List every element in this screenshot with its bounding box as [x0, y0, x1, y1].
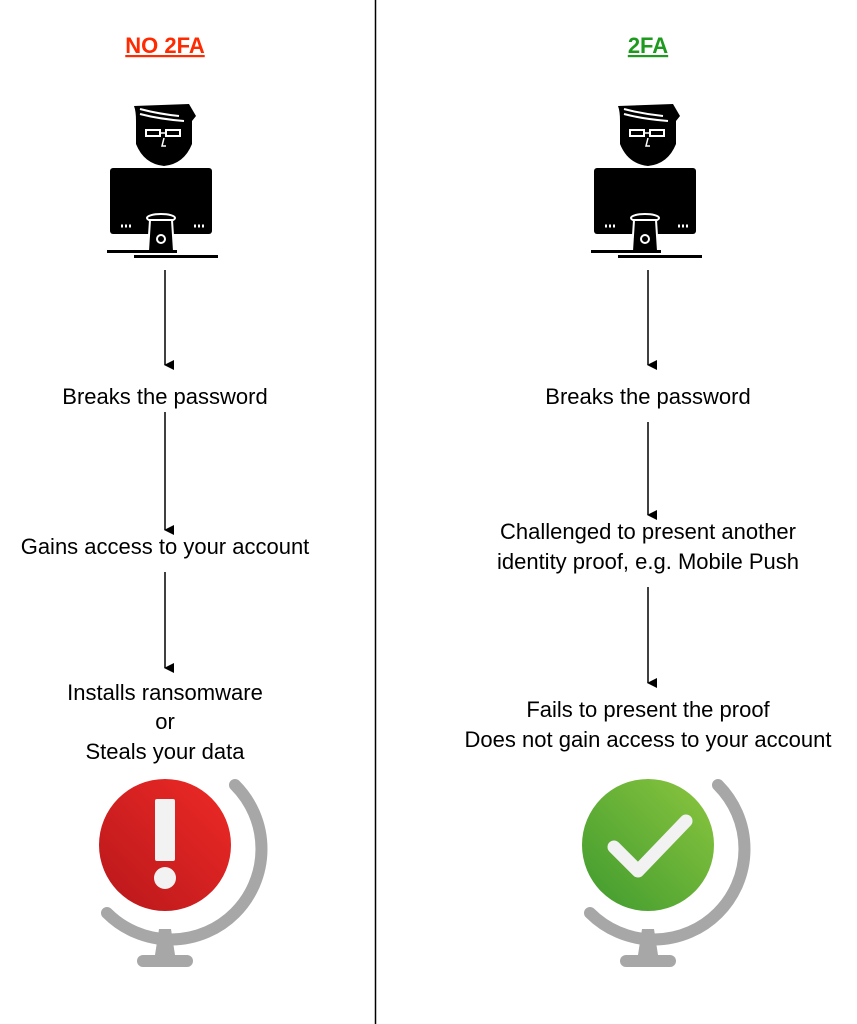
final-line-3: Steals your data: [86, 739, 246, 764]
final-line-2: or: [155, 709, 175, 734]
no-2fa-column: NO 2FA Breaks the password Gains access …: [21, 33, 310, 967]
2fa-title: 2FA: [628, 33, 668, 58]
challenge-line-1: Challenged to present another: [500, 519, 796, 544]
challenge-line-2: identity proof, e.g. Mobile Push: [497, 549, 799, 574]
2fa-column: 2FA Breaks the password Challenged to pr…: [465, 33, 832, 967]
final-line-2: Does not gain access to your account: [465, 727, 832, 752]
no-2fa-title: NO 2FA: [125, 33, 205, 58]
step-breaks-password: Breaks the password: [545, 384, 750, 409]
step-breaks-password: Breaks the password: [62, 384, 267, 409]
exclamation-globe-icon: [99, 779, 261, 967]
hacker-computer-icon: [105, 102, 220, 260]
final-line-1: Installs ransomware: [67, 680, 263, 705]
hacker-computer-icon: [589, 102, 704, 260]
step-gains-access: Gains access to your account: [21, 534, 310, 559]
checkmark-globe-icon: [582, 779, 744, 967]
final-line-1: Fails to present the proof: [526, 697, 770, 722]
